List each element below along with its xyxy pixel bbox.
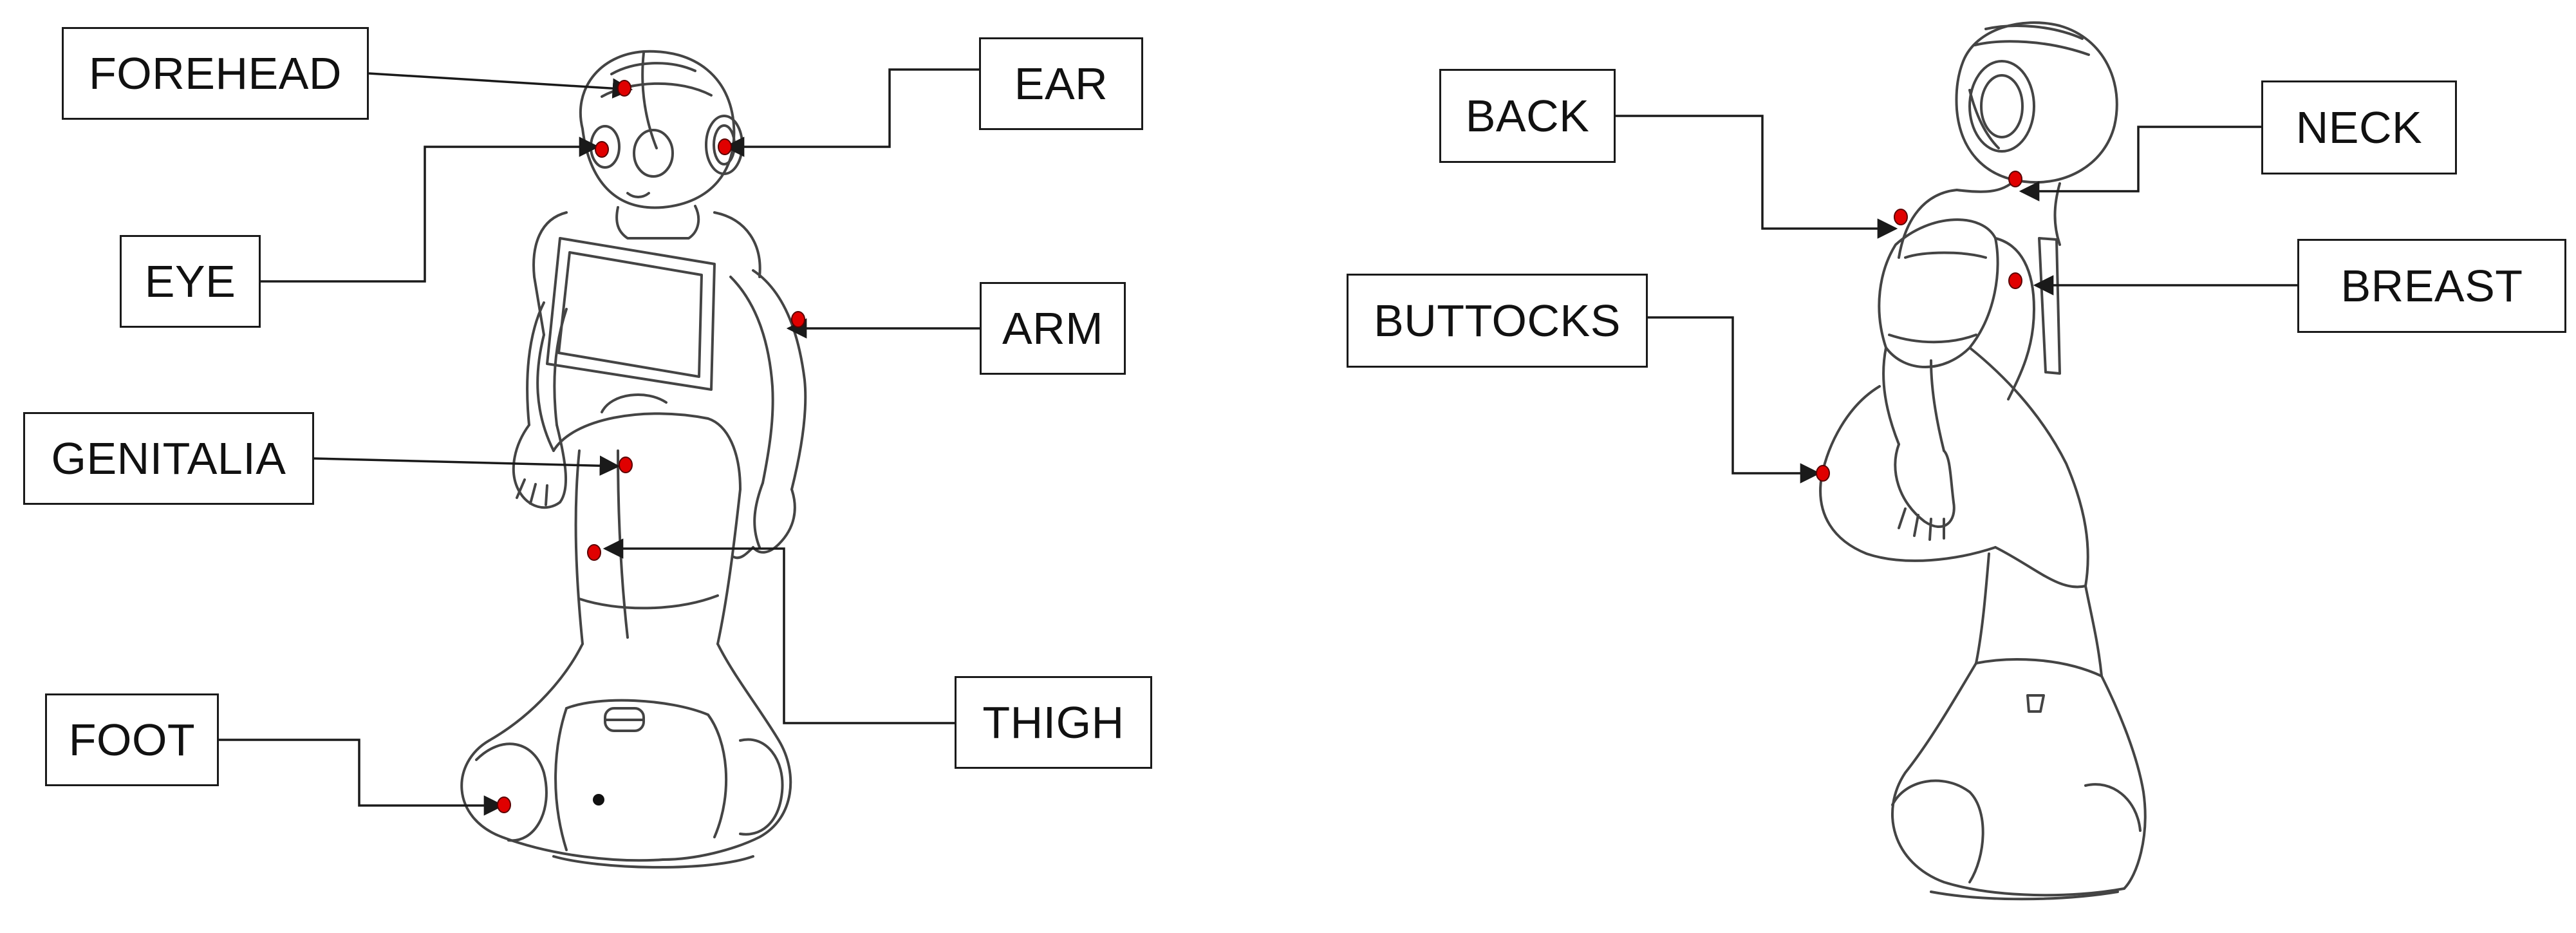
touch-point-eye: [595, 141, 609, 158]
leader-neck: [2019, 126, 2261, 202]
label-buttocks: BUTTOCKS: [1347, 274, 1648, 368]
touch-point-arm: [791, 311, 805, 328]
leader-back: [1616, 115, 1898, 239]
label-neck: NECK: [2261, 80, 2457, 174]
front-robot-figure: [460, 50, 807, 869]
leader-eye: [261, 137, 600, 283]
touch-point-breast: [2008, 272, 2022, 289]
label-ear: EAR: [979, 37, 1143, 130]
touch-point-thigh: [587, 544, 601, 561]
touch-point-forehead: [617, 80, 631, 97]
touch-points: [497, 80, 2022, 813]
front-leader-lines: [219, 68, 980, 816]
label-arm: ARM: [980, 282, 1126, 375]
touch-point-foot: [497, 796, 511, 813]
side-robot-figure: [1819, 21, 2147, 901]
label-forehead: FOREHEAD: [62, 27, 369, 120]
touch-point-back: [1894, 209, 1908, 225]
side-leader-lines: [1616, 115, 2297, 484]
label-breast: BREAST: [2297, 239, 2566, 333]
leader-thigh: [602, 538, 955, 724]
label-genitalia: GENITALIA: [23, 412, 314, 505]
touch-point-buttocks: [1816, 465, 1830, 482]
leader-forehead: [368, 72, 633, 99]
touch-point-genitalia: [619, 457, 633, 473]
label-back: BACK: [1439, 69, 1616, 163]
label-foot: FOOT: [45, 693, 219, 786]
leader-foot: [219, 739, 505, 816]
touch-point-ear: [718, 138, 732, 155]
label-thigh: THIGH: [955, 676, 1152, 769]
leader-buttocks: [1648, 316, 1821, 484]
touch-point-neck: [2008, 171, 2022, 187]
leader-genitalia: [313, 455, 621, 476]
leader-ear: [723, 68, 979, 157]
front-base-dot: [593, 794, 604, 806]
label-eye: EYE: [120, 235, 261, 328]
